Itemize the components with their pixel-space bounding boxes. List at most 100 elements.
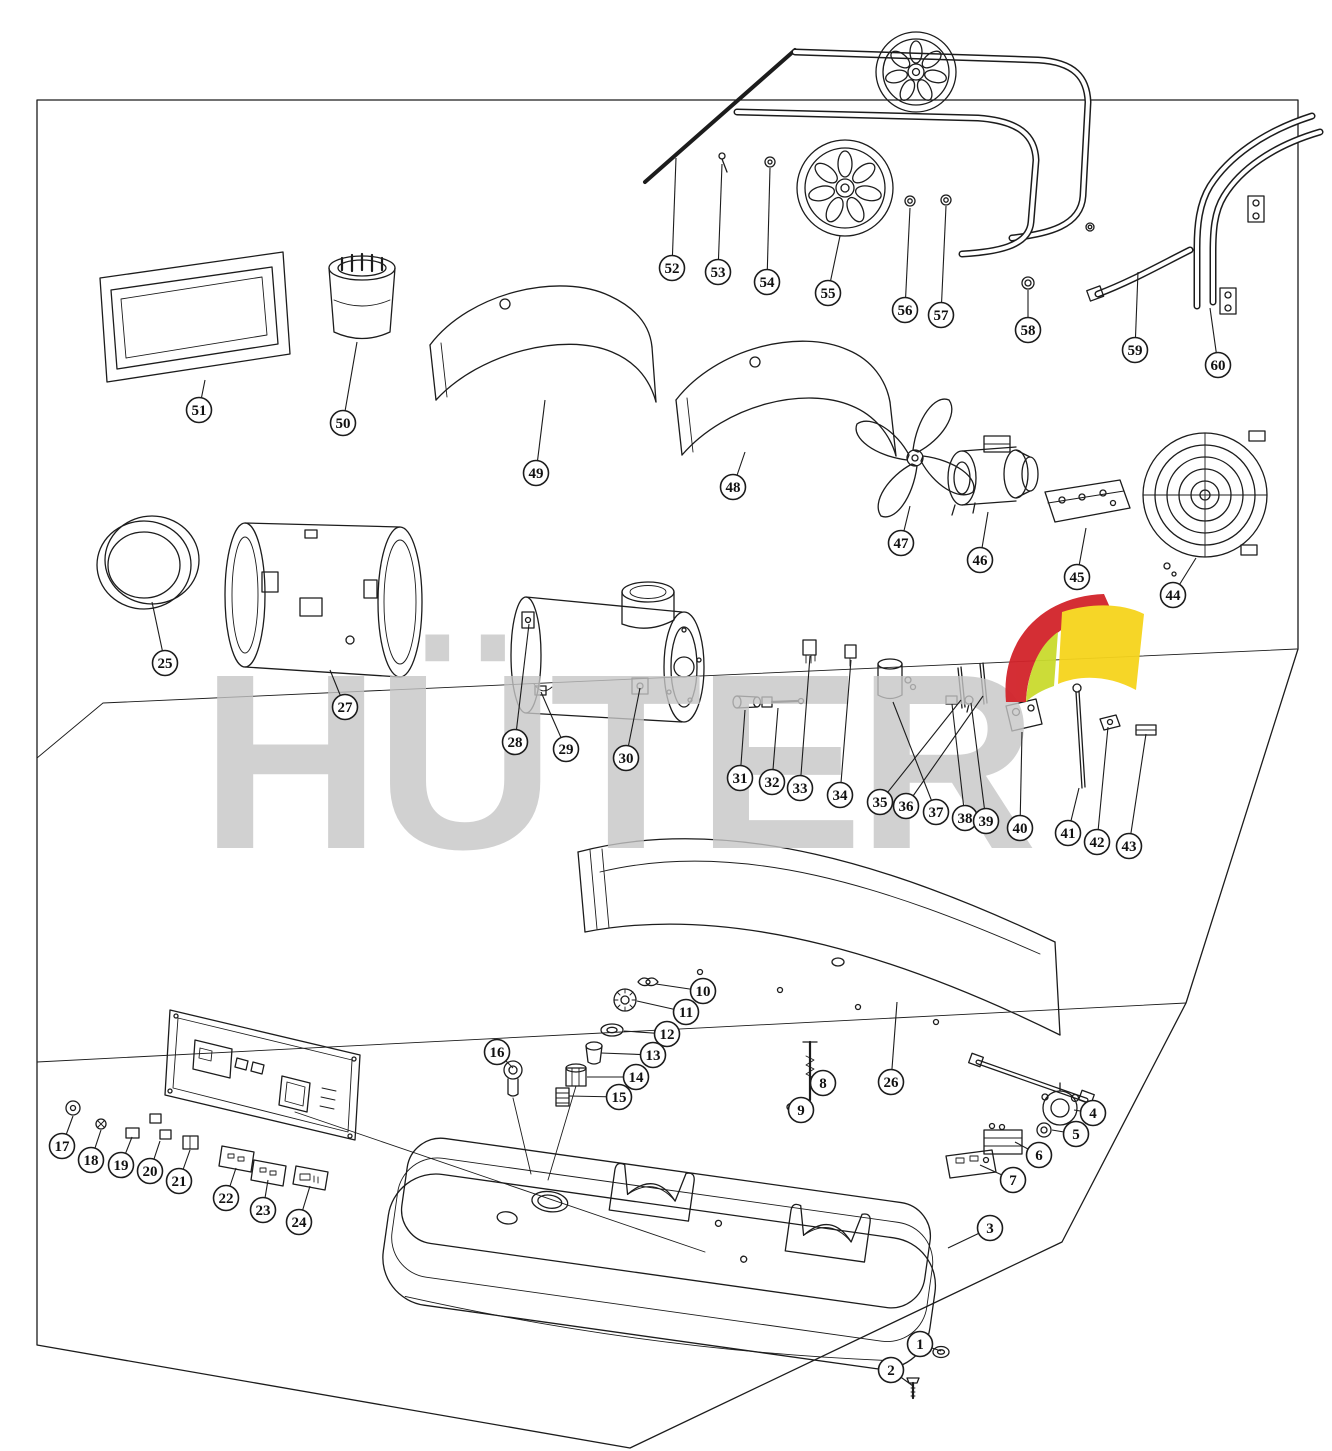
callout-51: 51 bbox=[185, 379, 213, 424]
callout-17: 17 bbox=[48, 1115, 76, 1160]
callout-circle-49 bbox=[522, 459, 550, 487]
callout-circle-33 bbox=[786, 774, 814, 802]
panel-display bbox=[192, 1039, 233, 1079]
callout-47: 47 bbox=[887, 505, 915, 557]
part-45-motor-bracket bbox=[1044, 479, 1131, 523]
callout-35: 35 bbox=[866, 699, 962, 816]
lower-shell bbox=[577, 838, 1061, 1036]
callout-3: 3 bbox=[947, 1214, 1004, 1249]
screw-2 bbox=[906, 1377, 920, 1400]
callout-leader-42 bbox=[1096, 726, 1109, 843]
callout-circle-47 bbox=[887, 529, 915, 557]
pickup-tube-8 bbox=[802, 1040, 818, 1102]
callout-29: 29 bbox=[540, 691, 580, 763]
pump-37 bbox=[877, 658, 917, 700]
bolt-extra bbox=[1085, 222, 1095, 232]
callout-number-9: 9 bbox=[797, 1103, 805, 1119]
callout-number-5: 5 bbox=[1072, 1127, 1080, 1143]
board-24 bbox=[292, 1165, 329, 1191]
callout-39: 39 bbox=[970, 702, 1000, 835]
callout-13: 13 bbox=[600, 1041, 667, 1069]
callout-number-47: 47 bbox=[894, 536, 910, 552]
callout-number-16: 16 bbox=[490, 1045, 506, 1061]
callout-circle-26 bbox=[877, 1068, 905, 1096]
tank-cradle-rear bbox=[784, 1203, 871, 1263]
diagram-linework bbox=[36, 31, 1324, 1449]
callout-number-44: 44 bbox=[1166, 588, 1182, 604]
callout-23: 23 bbox=[249, 1179, 277, 1224]
fitting-43 bbox=[1135, 724, 1157, 736]
part-51-front-panel bbox=[99, 251, 291, 383]
fuel-parts bbox=[503, 977, 818, 1181]
callout-leader-36 bbox=[905, 695, 984, 807]
callout-circle-22 bbox=[212, 1184, 240, 1212]
part-49-upper-shell bbox=[429, 285, 657, 403]
callout-circle-32 bbox=[758, 768, 786, 796]
callout-leader-38 bbox=[951, 703, 966, 819]
wheel-and-handle-assembly bbox=[643, 31, 1324, 315]
callout-22: 22 bbox=[212, 1167, 240, 1212]
callout-number-22: 22 bbox=[219, 1191, 234, 1207]
callout-25: 25 bbox=[151, 601, 179, 677]
callout-number-15: 15 bbox=[612, 1090, 627, 1106]
fuel-tank bbox=[382, 1137, 937, 1370]
callout-19: 19 bbox=[107, 1136, 135, 1179]
callout-15: 15 bbox=[568, 1083, 633, 1111]
callout-leader-34 bbox=[839, 659, 852, 796]
callout-number-59: 59 bbox=[1128, 343, 1143, 359]
callout-circle-34 bbox=[826, 781, 854, 809]
callout-circle-59 bbox=[1121, 336, 1149, 364]
callout-circle-39 bbox=[972, 807, 1000, 835]
part-47-fan bbox=[855, 398, 975, 518]
callout-7: 7 bbox=[979, 1164, 1027, 1194]
callout-circle-51 bbox=[185, 396, 213, 424]
callout-circle-55 bbox=[814, 279, 842, 307]
callout-circle-17 bbox=[48, 1132, 76, 1160]
callout-circle-43 bbox=[1115, 832, 1143, 860]
rod-36 bbox=[979, 662, 988, 705]
callout-circle-50 bbox=[329, 409, 357, 437]
callout-number-27: 27 bbox=[338, 700, 354, 716]
knob-5 bbox=[1036, 1122, 1052, 1138]
callout-circle-57 bbox=[927, 301, 955, 329]
relay-33 bbox=[802, 639, 817, 664]
callout-number-29: 29 bbox=[559, 742, 574, 758]
axle-rod-52 bbox=[643, 48, 797, 184]
callout-circle-54 bbox=[753, 268, 781, 296]
callout-26: 26 bbox=[877, 1001, 905, 1096]
callout-number-21: 21 bbox=[172, 1174, 187, 1190]
clips-20 bbox=[149, 1113, 172, 1140]
gasket-12 bbox=[600, 1023, 624, 1037]
logo-red-swoosh bbox=[1005, 594, 1112, 702]
callout-number-49: 49 bbox=[529, 466, 544, 482]
strainer-15 bbox=[555, 1087, 570, 1107]
callout-number-53: 53 bbox=[711, 265, 726, 281]
callout-number-11: 11 bbox=[679, 1005, 693, 1021]
logo-lime-wedge bbox=[1026, 632, 1058, 702]
callout-number-38: 38 bbox=[958, 811, 973, 827]
igniter-32 bbox=[761, 696, 805, 708]
callout-number-40: 40 bbox=[1013, 821, 1028, 837]
callout-36: 36 bbox=[892, 695, 984, 820]
pcb-23 bbox=[250, 1159, 287, 1187]
washer-54 bbox=[764, 156, 776, 168]
callout-circle-24 bbox=[285, 1208, 313, 1236]
part-26-inner-chamber bbox=[510, 581, 705, 723]
callout-circle-58 bbox=[1014, 316, 1042, 344]
callout-leader-54 bbox=[766, 167, 771, 283]
callout-8: 8 bbox=[809, 1069, 837, 1097]
callout-number-55: 55 bbox=[821, 286, 836, 302]
callout-number-26: 26 bbox=[884, 1075, 900, 1091]
callout-number-25: 25 bbox=[158, 656, 173, 672]
callout-circle-18 bbox=[77, 1146, 105, 1174]
callout-21: 21 bbox=[165, 1149, 193, 1195]
wing-nut-10 bbox=[637, 977, 659, 987]
neck-13 bbox=[585, 1041, 603, 1065]
callout-28: 28 bbox=[501, 623, 530, 756]
callout-circle-42 bbox=[1083, 828, 1111, 856]
callout-38: 38 bbox=[951, 703, 979, 832]
callout-number-24: 24 bbox=[292, 1215, 308, 1231]
fastener-53 bbox=[718, 152, 728, 173]
callout-number-13: 13 bbox=[646, 1048, 661, 1064]
